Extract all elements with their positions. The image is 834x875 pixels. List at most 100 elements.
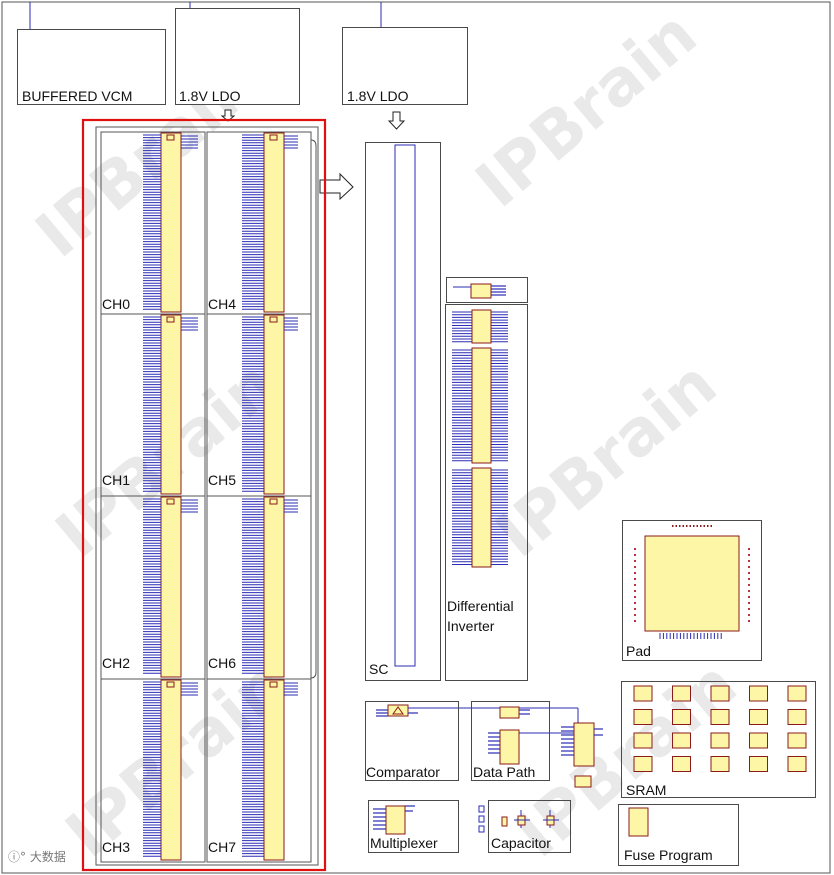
pad-core: [644, 535, 740, 632]
pad-pin: [748, 602, 750, 604]
diffinv-stack-group: [452, 347, 508, 464]
sram-cell: [787, 756, 807, 772]
pad-label: Pad: [626, 643, 651, 659]
pad-pin: [634, 602, 636, 604]
channel-cell: [160, 132, 182, 313]
buffered-vcm-label: BUFFERED VCM: [22, 88, 133, 104]
pad-pin: [748, 590, 750, 592]
data-path-label: Data Path: [473, 764, 536, 780]
fuse-program-label: Fuse Program: [624, 847, 713, 863]
pad-pin: [634, 548, 636, 550]
pad-pin: [634, 590, 636, 592]
channel-cell: [263, 132, 285, 313]
channel-label-ch0: CH0: [102, 296, 131, 312]
channel-columns: [143, 132, 298, 861]
sram-cell: [710, 756, 730, 772]
down-arrow-icon: [387, 111, 406, 130]
pad-pin: [634, 614, 636, 616]
pad-pin: [703, 525, 705, 527]
capacitor-cell-small: [501, 816, 508, 827]
sram-cell: [710, 709, 730, 725]
ldo-left-label: 1.8V LDO: [179, 88, 241, 104]
channel-column-group: [242, 314, 298, 495]
differential-inverter-label-line1: Differential: [447, 598, 514, 614]
channel-column-group: [143, 314, 198, 495]
channel-label-ch7: CH7: [208, 839, 237, 855]
capacitor-symbols: [514, 810, 559, 828]
channel-cell-marker: [166, 681, 175, 688]
pad-pin: [679, 525, 681, 527]
pad-pin: [748, 608, 750, 610]
pad-pin: [748, 566, 750, 568]
channel-label-ch4: CH4: [208, 296, 237, 312]
sram-cells: [633, 685, 807, 772]
diffinv-stack-group: [452, 467, 508, 568]
sram-cell: [787, 685, 807, 702]
register-stack-pins: [561, 726, 603, 756]
sc-label: SC: [369, 661, 389, 677]
channel-cell: [160, 314, 182, 495]
channel-column-group: [143, 496, 198, 678]
multiplexer-block: Multiplexer: [368, 800, 459, 853]
channel-grid: [100, 131, 317, 863]
capacitor-block: Capacitor: [488, 800, 571, 853]
channel-cell: [263, 496, 285, 678]
small-logic-cell: [574, 775, 592, 788]
channel-cell-marker: [166, 316, 175, 323]
register-stack-cell: [573, 722, 595, 767]
channel-cell-marker: [269, 316, 278, 323]
channel-label-ch6: CH6: [208, 655, 237, 671]
buffered-vcm-block: BUFFERED VCM: [17, 29, 166, 105]
fuse-program-block: Fuse Program: [618, 804, 739, 866]
channel-cell-marker: [269, 134, 278, 141]
channel-column-group: [143, 679, 198, 861]
sram-cell: [787, 709, 807, 725]
pad-pin: [707, 525, 709, 527]
channel-cell-marker: [166, 134, 175, 141]
right-arrow-icon: [319, 172, 354, 201]
pad-pin: [748, 578, 750, 580]
pad-pins: [634, 525, 750, 639]
sram-cell: [633, 685, 653, 702]
sram-cell: [787, 732, 807, 749]
sram-cell: [633, 756, 653, 772]
pad-pin: [675, 525, 677, 527]
pad-pin: [634, 578, 636, 580]
comparator-label: Comparator: [366, 764, 440, 780]
pad-pin: [672, 525, 674, 527]
pad-pin: [748, 584, 750, 586]
capacitor-ports: [478, 805, 485, 833]
pad-pin: [748, 596, 750, 598]
sram-cell: [710, 732, 730, 749]
channel-label-ch3: CH3: [102, 839, 131, 855]
pad-pin: [634, 566, 636, 568]
channel-cell-marker: [269, 498, 278, 505]
pad-pin: [634, 608, 636, 610]
channel-cell: [263, 679, 285, 861]
pad-pin: [700, 525, 702, 527]
sram-cell: [672, 756, 691, 772]
mux-pins: [373, 805, 415, 830]
diffinv-top-cell: [470, 283, 492, 299]
pad-pin: [710, 525, 712, 527]
diffinv-stack-group: [452, 309, 508, 344]
channel-column-group: [242, 496, 298, 678]
sc-block: SC: [365, 142, 441, 681]
pad-pin: [748, 614, 750, 616]
watermark-text-2: IPBrain: [463, 0, 711, 222]
pad-pin: [693, 525, 695, 527]
sram-cell: [749, 709, 768, 725]
ldo-right-label: 1.8V LDO: [347, 88, 409, 104]
pad-pin: [748, 572, 750, 574]
sram-cell: [633, 709, 653, 725]
down-arrow-icon: [220, 109, 236, 122]
diffinv-top-block: [446, 277, 528, 303]
sram-cell: [672, 685, 691, 702]
sram-block: SRAM: [621, 681, 816, 798]
pad-pin: [696, 525, 698, 527]
channel-cell: [160, 679, 182, 861]
datapath-top-cell: [499, 706, 520, 719]
pad-pin: [748, 620, 750, 622]
